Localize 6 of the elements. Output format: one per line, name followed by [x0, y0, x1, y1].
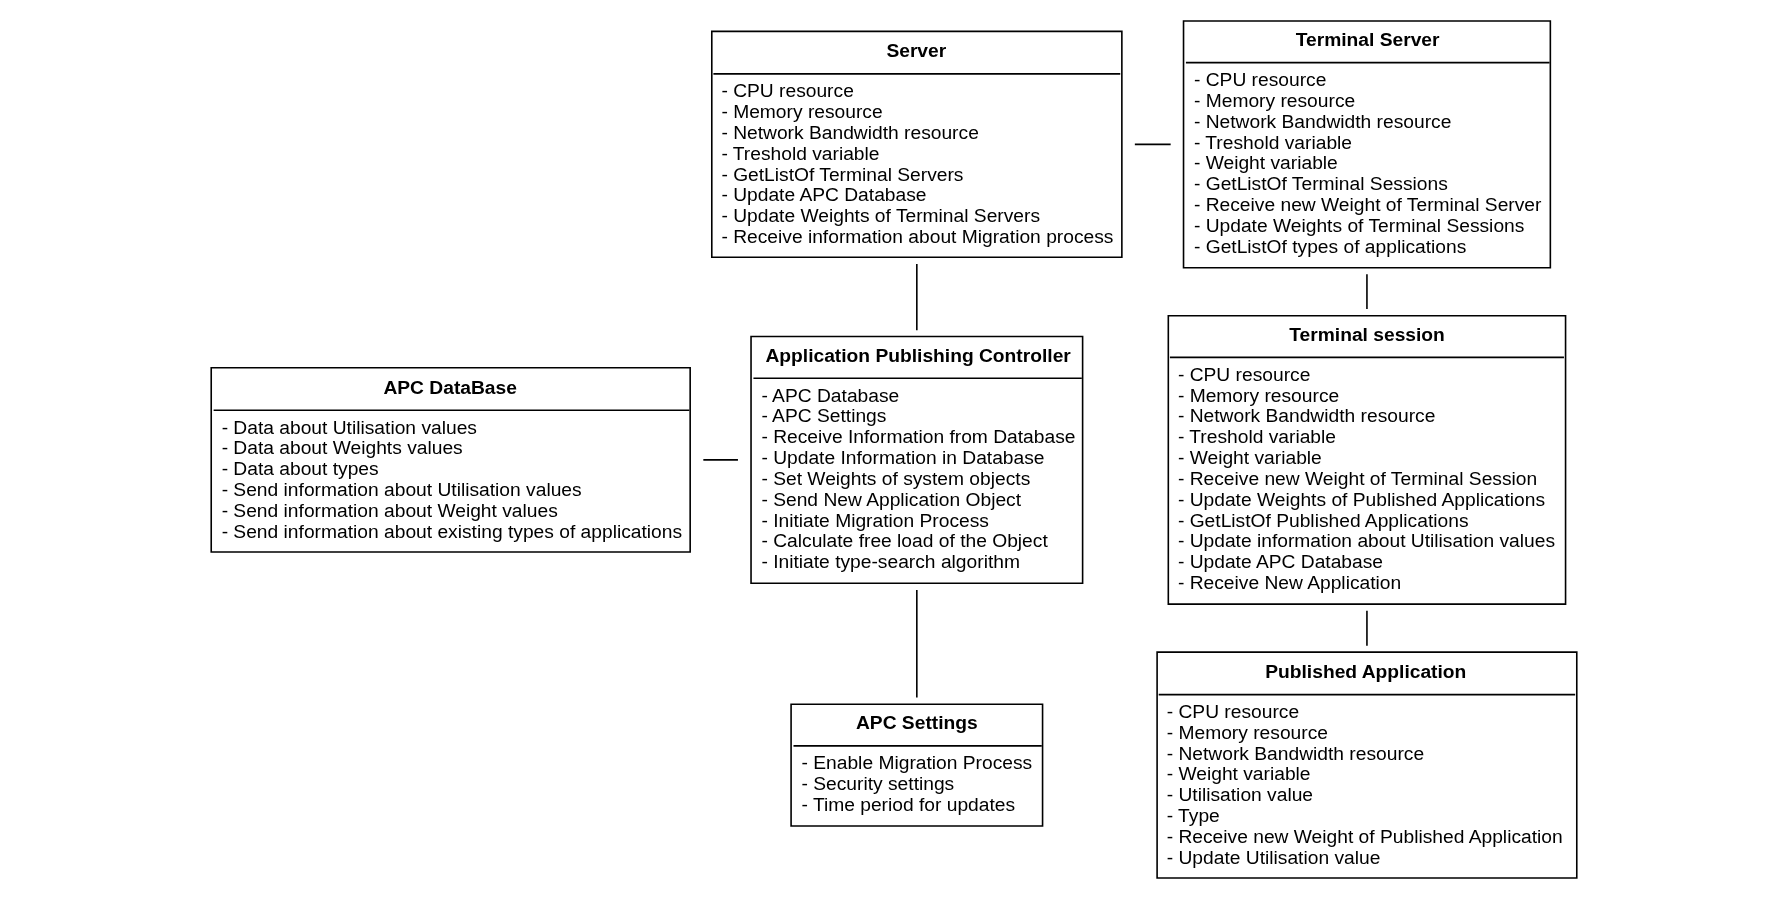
- connector: [702, 459, 739, 461]
- connector: [1365, 273, 1368, 310]
- connector: [915, 263, 918, 331]
- connector: [915, 589, 918, 699]
- connector: [1365, 609, 1368, 647]
- connector: [1133, 143, 1171, 146]
